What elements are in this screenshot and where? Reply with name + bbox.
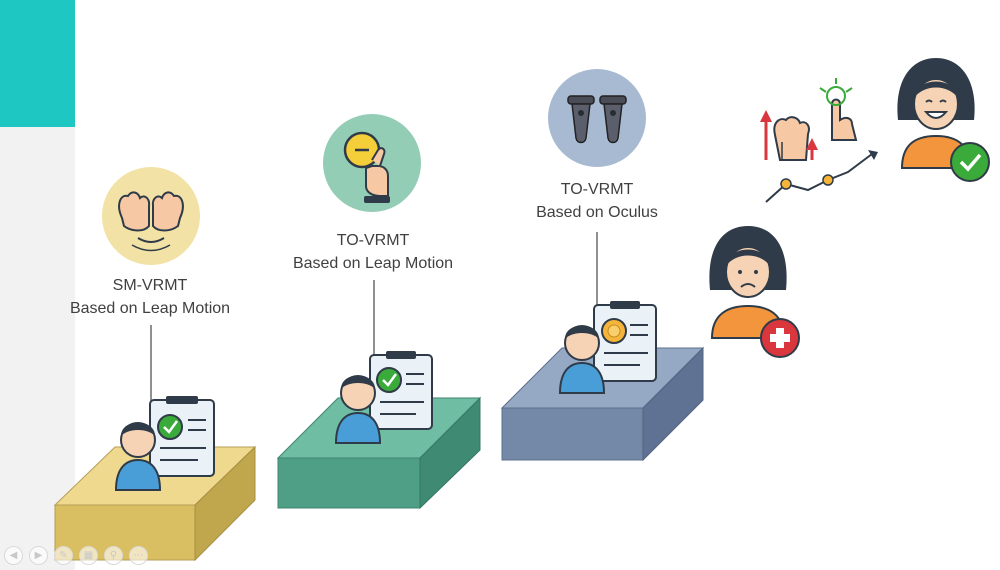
stage-title-1: SM-VRMT [112,277,188,294]
person-icon-1 [114,422,162,491]
stage-subtitle-2: Based on Leap Motion [292,255,454,272]
hands-over-eyes-icon [102,167,200,265]
person-icon-3 [558,325,606,394]
clipboard-sun-icon-3 [593,301,657,382]
prev-icon[interactable]: ◀ [4,546,23,565]
stage-label-1: SM-VRMT Based on Leap Motion [50,274,250,320]
search-icon[interactable]: ⚲ [104,546,123,565]
clipboard-check-icon-2 [369,351,433,430]
happy-patient-check-icon [897,58,990,182]
pen-icon[interactable]: ✎ [54,546,73,565]
vr-controllers-icon [548,69,646,167]
stage-label-2: TO-VRMT Based on Leap Motion [273,229,473,275]
stage-title-2: TO-VRMT [336,232,410,249]
sad-patient-plus-icon [709,226,800,358]
stage-label-3: TO-VRMT Based on Oculus [497,178,697,224]
clipboard-check-icon-1 [149,396,215,477]
stage-subtitle-1: Based on Leap Motion [69,300,231,317]
accent-block [0,0,75,127]
stage-title-3: TO-VRMT [560,181,634,198]
stage-subtitle-3: Based on Oculus [536,204,658,221]
next-icon[interactable]: ▶ [29,546,48,565]
slides-icon[interactable]: ▦ [79,546,98,565]
fist-and-touch-growth-icon [760,78,878,203]
slideshow-nav: ◀ ▶ ✎ ▦ ⚲ ⋯ [4,546,148,565]
hand-coin-icon [323,114,421,212]
more-icon[interactable]: ⋯ [129,546,148,565]
person-icon-2 [334,375,382,444]
